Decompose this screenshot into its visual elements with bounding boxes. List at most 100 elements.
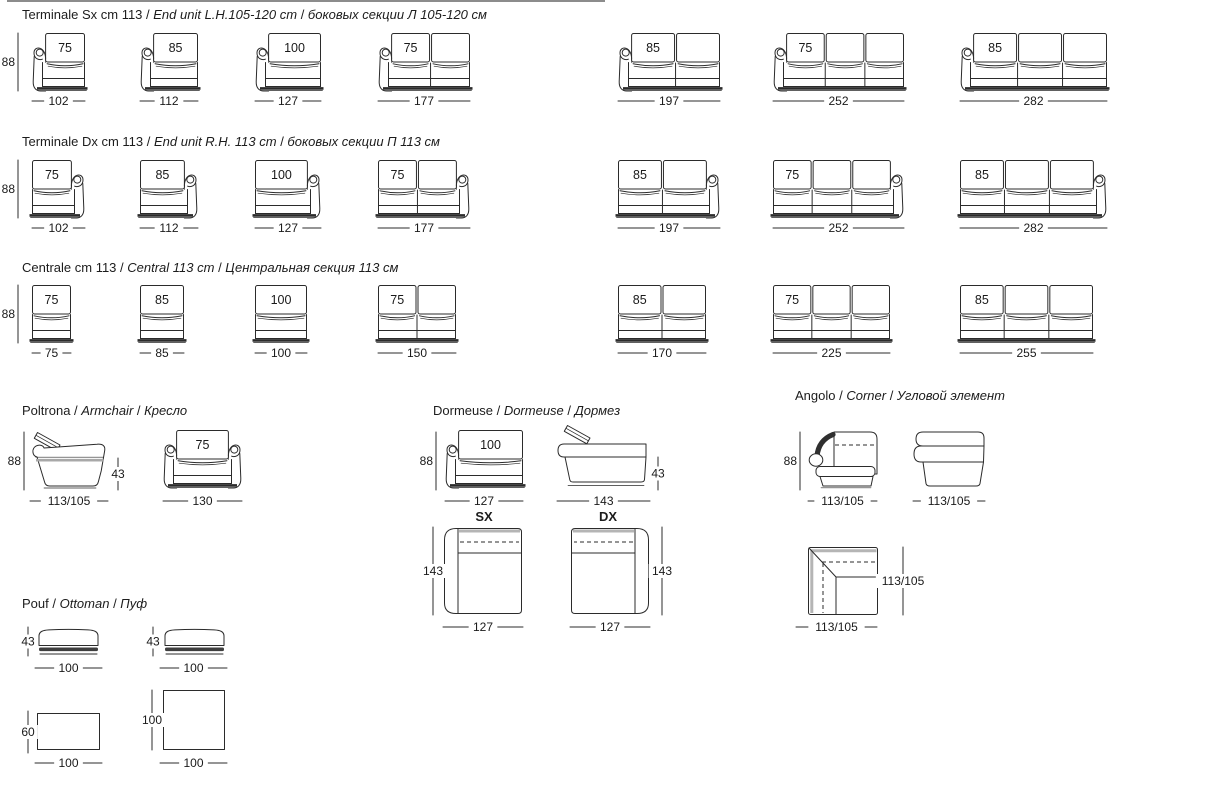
title-part: боковых секции П 113 см	[287, 134, 440, 149]
title-part: Terminale Dx cm 113	[22, 134, 144, 149]
dim-depth-angolo-top: 113/105	[875, 546, 931, 616]
title-part: End unit L.H.105-120 cm	[153, 7, 298, 22]
terminale_dx-sofa-112: 85	[137, 160, 198, 219]
svg-text:75: 75	[45, 346, 59, 360]
dim-width-centrale-170: 170	[617, 346, 707, 360]
seat-width-label: 75	[45, 293, 59, 307]
dim-width-angolo-top: 113/105	[795, 620, 878, 634]
dim-width-terminale_sx-252: 252	[772, 94, 905, 108]
centrale-sofa-85: 85	[137, 285, 187, 343]
dim-width-terminale_dx-112: 112	[139, 221, 199, 235]
svg-text:150: 150	[407, 346, 427, 360]
dim-height-pouf-1: 43	[18, 626, 38, 657]
dormeuse-front-sx: 100	[445, 430, 526, 489]
svg-text:100: 100	[58, 661, 78, 675]
seat-width-label: 85	[975, 168, 989, 182]
seat-width-label: 75	[785, 168, 799, 182]
svg-text:130: 130	[192, 494, 212, 508]
seat-width-label: 75	[45, 168, 59, 182]
dim-height-centrale: 88	[2, 284, 19, 344]
svg-text:177: 177	[414, 221, 434, 235]
title-part: Centrale cm 113	[22, 260, 117, 275]
label-top-view-dx: DX	[598, 509, 618, 524]
seat-width-label: 100	[284, 41, 305, 55]
svg-text:100: 100	[183, 661, 203, 675]
svg-text:88: 88	[8, 454, 22, 468]
dim-width-terminale_dx-197: 197	[617, 221, 721, 235]
dim-width-centrale-225: 225	[772, 346, 891, 360]
dim-width-pouf-2: 100	[159, 661, 228, 675]
section-title-angolo: Angolo / Corner / Угловой элемент	[795, 388, 1005, 403]
title-part: End unit R.H. 113 cm	[153, 134, 277, 149]
svg-text:177: 177	[414, 94, 434, 108]
terminale_dx-sofa-177: 75	[375, 160, 470, 219]
svg-text:252: 252	[828, 221, 848, 235]
svg-text:143: 143	[593, 494, 613, 508]
seat-width-label: 85	[633, 168, 647, 182]
dim-width-centrale-150: 150	[377, 346, 457, 360]
svg-text:127: 127	[278, 94, 298, 108]
title-part: Poltrona	[22, 403, 71, 418]
seat-width-label: 85	[633, 293, 647, 307]
dim-width-centrale-85: 85	[139, 346, 185, 360]
svg-text:88: 88	[2, 182, 16, 196]
title-part: Pouf	[22, 596, 49, 611]
title-part: Corner	[846, 388, 887, 403]
dim-depth-top-sx: 143	[419, 526, 447, 616]
terminale_sx-sofa-252: 75	[773, 33, 907, 92]
dim-width-pouf-square: 100	[159, 756, 228, 770]
dim-height-dormeuse: 88	[420, 431, 437, 491]
dim-width-dormeuse-front: 127	[444, 494, 524, 508]
svg-text:113/105: 113/105	[815, 620, 858, 634]
centrale-sofa-150: 75	[375, 285, 459, 343]
title-part: Пуф	[120, 596, 148, 611]
svg-text:143: 143	[423, 564, 443, 578]
dim-width-pouf-1: 100	[34, 661, 103, 675]
section-title-dormeuse: Dormeuse / Dormeuse / Дормез	[433, 403, 621, 418]
dim-seat-height-poltrona: 43	[108, 457, 128, 491]
svg-text:43: 43	[651, 467, 665, 481]
pouf-front-1	[38, 628, 99, 655]
seat-width-label: 75	[785, 293, 799, 307]
title-part: Dormeuse	[503, 403, 564, 418]
angolo-top-view	[808, 547, 878, 615]
svg-text:112: 112	[159, 94, 178, 108]
title-part: Центральная секция 113 см	[225, 260, 399, 275]
seat-width-label: 85	[155, 168, 169, 182]
dim-width-poltrona: 130	[162, 494, 243, 508]
pouf-top-square	[163, 690, 225, 750]
svg-text:252: 252	[828, 94, 848, 108]
terminale_dx-sofa-197: 85	[615, 160, 720, 219]
svg-text:197: 197	[659, 221, 679, 235]
seat-width-label: 75	[196, 438, 210, 452]
svg-text:60: 60	[21, 725, 35, 739]
svg-text:170: 170	[652, 346, 672, 360]
seat-width-label: 100	[271, 168, 292, 182]
section-title-pouf: Pouf / Ottoman / Пуф	[22, 596, 148, 611]
svg-text:127: 127	[474, 494, 494, 508]
svg-text:127: 127	[473, 620, 493, 634]
svg-text:102: 102	[48, 94, 68, 108]
dim-depth-pouf-rect: 60	[18, 710, 38, 754]
centrale-sofa-255: 85	[957, 285, 1096, 343]
terminale_sx-sofa-282: 85	[960, 33, 1110, 92]
svg-text:88: 88	[420, 454, 434, 468]
dim-width-terminale_sx-102: 102	[31, 94, 86, 108]
dim-depth-top-dx: 143	[648, 526, 676, 616]
seat-width-label: 85	[975, 293, 989, 307]
terminale_dx-sofa-102: 75	[29, 160, 85, 219]
seat-width-label: 75	[798, 41, 812, 55]
poltrona-front-view: 75	[163, 430, 242, 489]
dim-width-terminale_dx-177: 177	[377, 221, 471, 235]
terminale_sx-sofa-177: 75	[378, 33, 473, 92]
dim-height-terminale_sx: 88	[2, 32, 19, 92]
svg-text:127: 127	[600, 620, 620, 634]
dim-width-terminale_sx-127: 127	[254, 94, 322, 108]
terminale_sx-sofa-102: 75	[32, 33, 88, 92]
dim-width-terminale_dx-127: 127	[254, 221, 322, 235]
title-part: Угловой элемент	[896, 388, 1005, 403]
dim-width-top-dx: 127	[569, 620, 651, 634]
dim-width-pouf-rect: 100	[34, 756, 103, 770]
dim-width-centrale-255: 255	[959, 346, 1094, 360]
